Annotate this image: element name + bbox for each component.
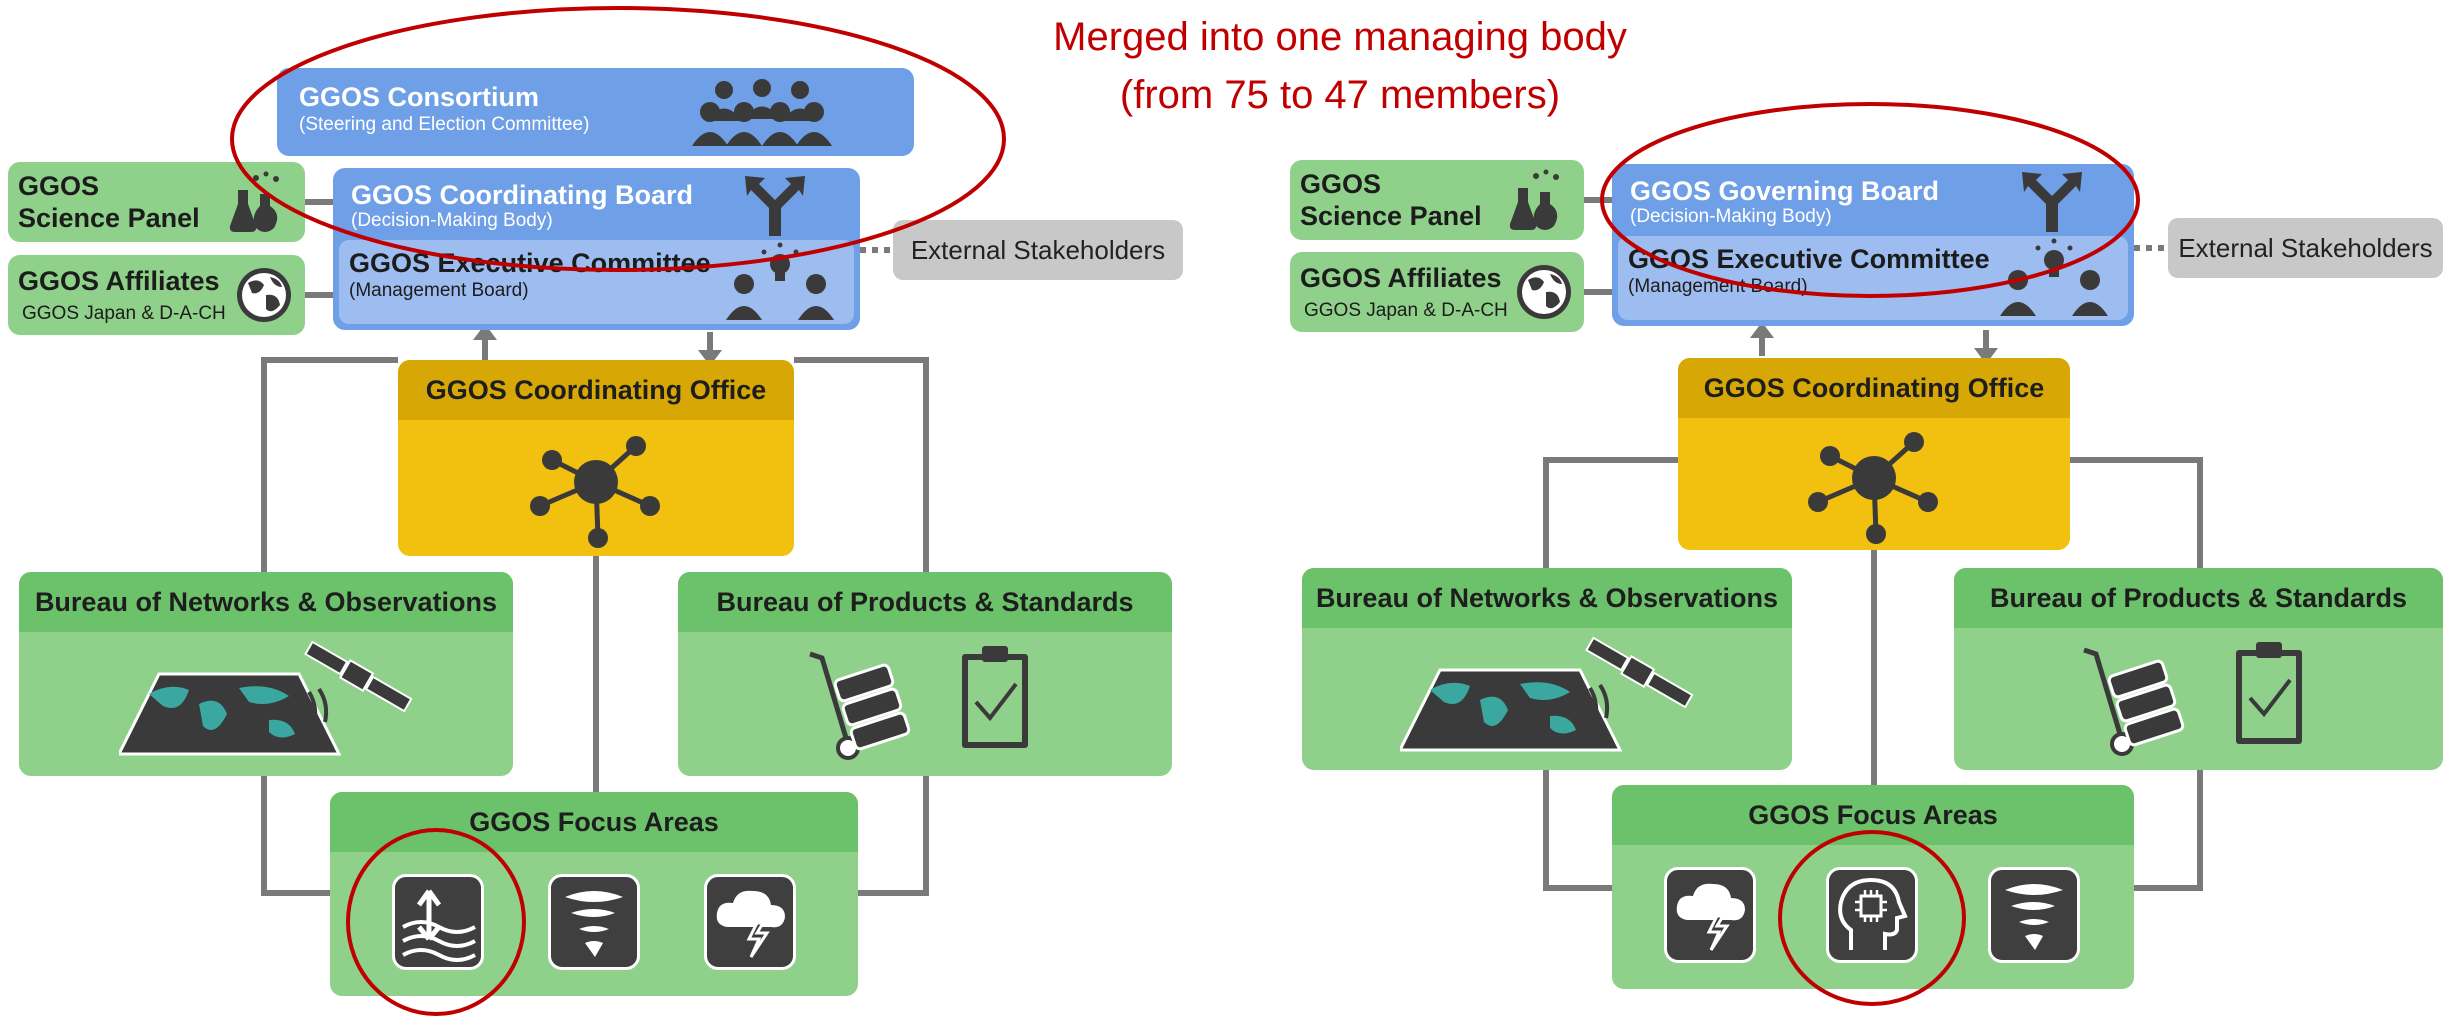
governing-board-box: GGOS Governing Board (Decision-Making Bo…	[1612, 164, 2134, 326]
affiliates-box-new: GGOS Affiliates GGOS Japan & D-A-CH	[1290, 252, 1584, 332]
tornado-icon	[1988, 867, 2080, 963]
hand-truck-icon	[809, 651, 911, 760]
executive-subtitle-new: (Management Board)	[1628, 276, 1808, 297]
executive-subtitle: (Management Board)	[349, 280, 529, 301]
science-panel-title-line1: GGOS	[18, 171, 100, 201]
consortium-box: GGOS Consortium (Steering and Election C…	[277, 68, 914, 156]
science-panel-title-line1-new: GGOS	[1300, 169, 1382, 199]
consortium-subtitle: (Steering and Election Committee)	[299, 114, 590, 135]
direction-arrows-icon	[745, 176, 805, 236]
globe-icon	[1517, 265, 1571, 319]
affiliates-subtitle: GGOS Japan & D-A-CH	[22, 303, 226, 324]
science-panel-title-line2-new: Science Panel	[1300, 201, 1482, 231]
focus-areas-title-new: GGOS Focus Areas	[1612, 785, 2134, 845]
coordinating-office-box-new: GGOS Coordinating Office	[1678, 358, 2070, 550]
bureau-networks-box-new: Bureau of Networks & Observations	[1302, 568, 1792, 770]
science-panel-title-line2: Science Panel	[18, 203, 200, 233]
clipboard-check-icon	[962, 646, 1028, 748]
bureau-products-box: Bureau of Products & Standards	[678, 572, 1172, 776]
focus-areas-title: GGOS Focus Areas	[330, 792, 858, 852]
science-panel-title-new: GGOS Science Panel	[1300, 168, 1482, 232]
science-panel-box: GGOS Science Panel	[8, 162, 305, 242]
consortium-title: GGOS Consortium	[299, 82, 540, 112]
globe-icon	[237, 268, 291, 322]
left-highlights	[230, 6, 1006, 1016]
office-title: GGOS Coordinating Office	[398, 360, 794, 420]
executive-committee-box: GGOS Executive Committee (Management Boa…	[339, 240, 854, 324]
board-subtitle-new: (Decision-Making Body)	[1630, 206, 1832, 227]
new-structure-panel: GGOS Science Panel GGOS Affiliates GGOS …	[1282, 0, 2443, 1016]
bureau-products-box-new: Bureau of Products & Standards	[1954, 568, 2443, 770]
network-hub-icon	[530, 436, 660, 548]
focus-areas-box-new: GGOS Focus Areas	[1612, 785, 2134, 989]
current-structure-panel: GGOS Consortium (Steering and Election C…	[0, 0, 1220, 1016]
ai-head-icon	[1826, 867, 1918, 963]
affiliates-box: GGOS Affiliates GGOS Japan & D-A-CH	[8, 255, 305, 335]
board-subtitle: (Decision-Making Body)	[351, 210, 553, 231]
left-connectors	[261, 199, 929, 896]
right-connectors	[1543, 197, 2203, 891]
merge-annotation: Merged into one managing body (from 75 t…	[940, 8, 1740, 124]
annotation-line-2: (from 75 to 47 members)	[1119, 73, 1561, 117]
executive-title: GGOS Executive Committee	[349, 248, 711, 278]
chemistry-flask-icon	[229, 171, 279, 232]
bureau-networks-title-new: Bureau of Networks & Observations	[1302, 568, 1792, 628]
board-title-new: GGOS Governing Board	[1630, 176, 1940, 206]
bureau-products-title-new: Bureau of Products & Standards	[1954, 568, 2443, 628]
affiliates-title: GGOS Affiliates	[18, 266, 220, 296]
external-stakeholders-box: External Stakeholders	[893, 220, 1183, 280]
bureau-networks-title: Bureau of Networks & Observations	[19, 572, 513, 632]
coordinating-office-box: GGOS Coordinating Office	[398, 360, 794, 556]
coordinating-board-box: GGOS Coordinating Board (Decision-Making…	[333, 168, 860, 330]
affiliates-subtitle-new: GGOS Japan & D-A-CH	[1304, 300, 1508, 321]
science-panel-box-new: GGOS Science Panel	[1290, 160, 1584, 240]
storm-cloud-icon	[1664, 867, 1756, 963]
board-title: GGOS Coordinating Board	[351, 180, 693, 210]
annotation-line-1: Merged into one managing body	[1053, 15, 1627, 59]
chemistry-flask-icon	[1509, 169, 1559, 230]
right-highlights	[1600, 102, 2140, 1006]
external-stakeholders-box-new: External Stakeholders	[2168, 218, 2443, 278]
satellite-map-icon	[119, 640, 413, 756]
direction-arrows-icon	[2022, 172, 2082, 232]
network-hub-icon	[1808, 432, 1938, 544]
office-title-new: GGOS Coordinating Office	[1678, 358, 2070, 418]
satellite-map-icon	[1400, 636, 1694, 752]
focus-areas-box: GGOS Focus Areas	[330, 792, 858, 996]
sea-level-icon	[392, 874, 484, 970]
storm-cloud-icon	[704, 874, 796, 970]
hand-truck-icon	[2083, 647, 2185, 756]
bureau-products-title: Bureau of Products & Standards	[678, 572, 1172, 632]
affiliates-title-new: GGOS Affiliates	[1300, 263, 1502, 293]
science-panel-title: GGOS Science Panel	[18, 170, 200, 234]
clipboard-check-icon	[2236, 642, 2302, 744]
tornado-icon	[548, 874, 640, 970]
executive-committee-box-new: GGOS Executive Committee (Management Boa…	[1618, 236, 2128, 320]
bureau-networks-box: Bureau of Networks & Observations	[19, 572, 513, 776]
group-people-icon	[692, 79, 832, 146]
